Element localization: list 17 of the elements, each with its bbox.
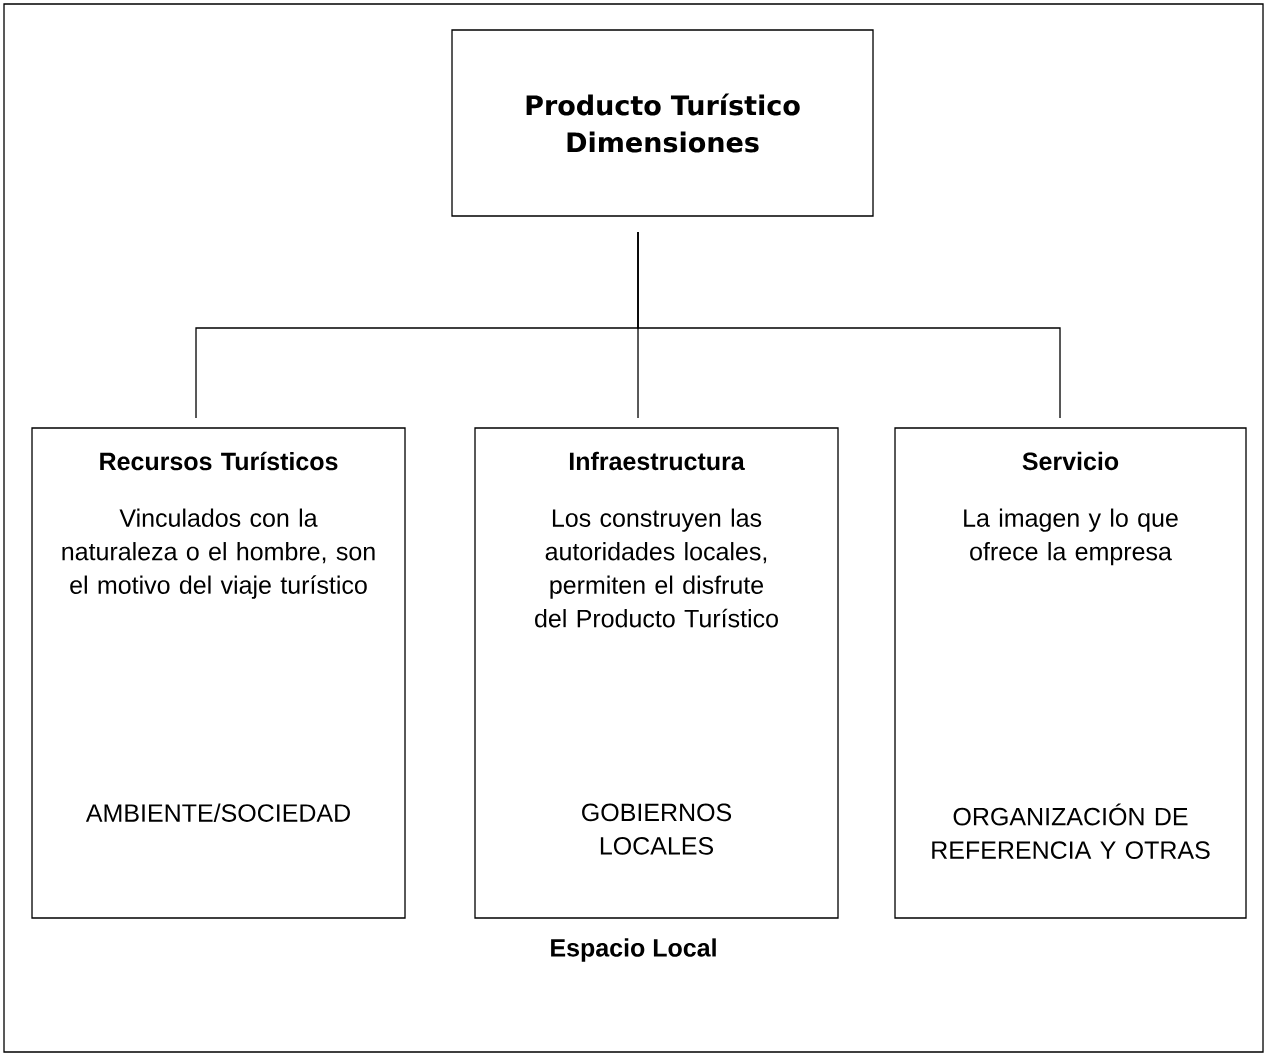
box-description: La imagen y lo que ofrece la empresa <box>964 508 1178 566</box>
box-heading: Recursos Turísticos <box>100 451 338 471</box>
box-heading: Servicio <box>1022 451 1119 471</box>
connector <box>637 231 1061 419</box>
box-category: AMBIENTE/SOCIEDAD <box>85 803 350 822</box>
area-label: Espacio Local <box>551 938 716 962</box>
box-title: Producto Turístico Dimensiones <box>526 93 800 153</box>
box-category: GOBIERNOS LOCALES <box>582 803 732 855</box>
box-description: Vinculados con la naturaleza o el hombre, son el motivo del viaje turístico <box>62 508 375 599</box>
box <box>451 29 874 217</box>
box-description: Los construyen las autoridades locales, permiten el disfrute del Producto Turístico <box>535 508 778 628</box>
box <box>474 427 839 919</box>
frame <box>3 3 1264 1053</box>
box <box>31 427 406 919</box>
box <box>894 427 1247 919</box>
box-heading: Infraestructura <box>569 451 745 471</box>
box-category: ORGANIZACIÓN DE REFERENCIA Y OTRAS <box>932 803 1210 859</box>
